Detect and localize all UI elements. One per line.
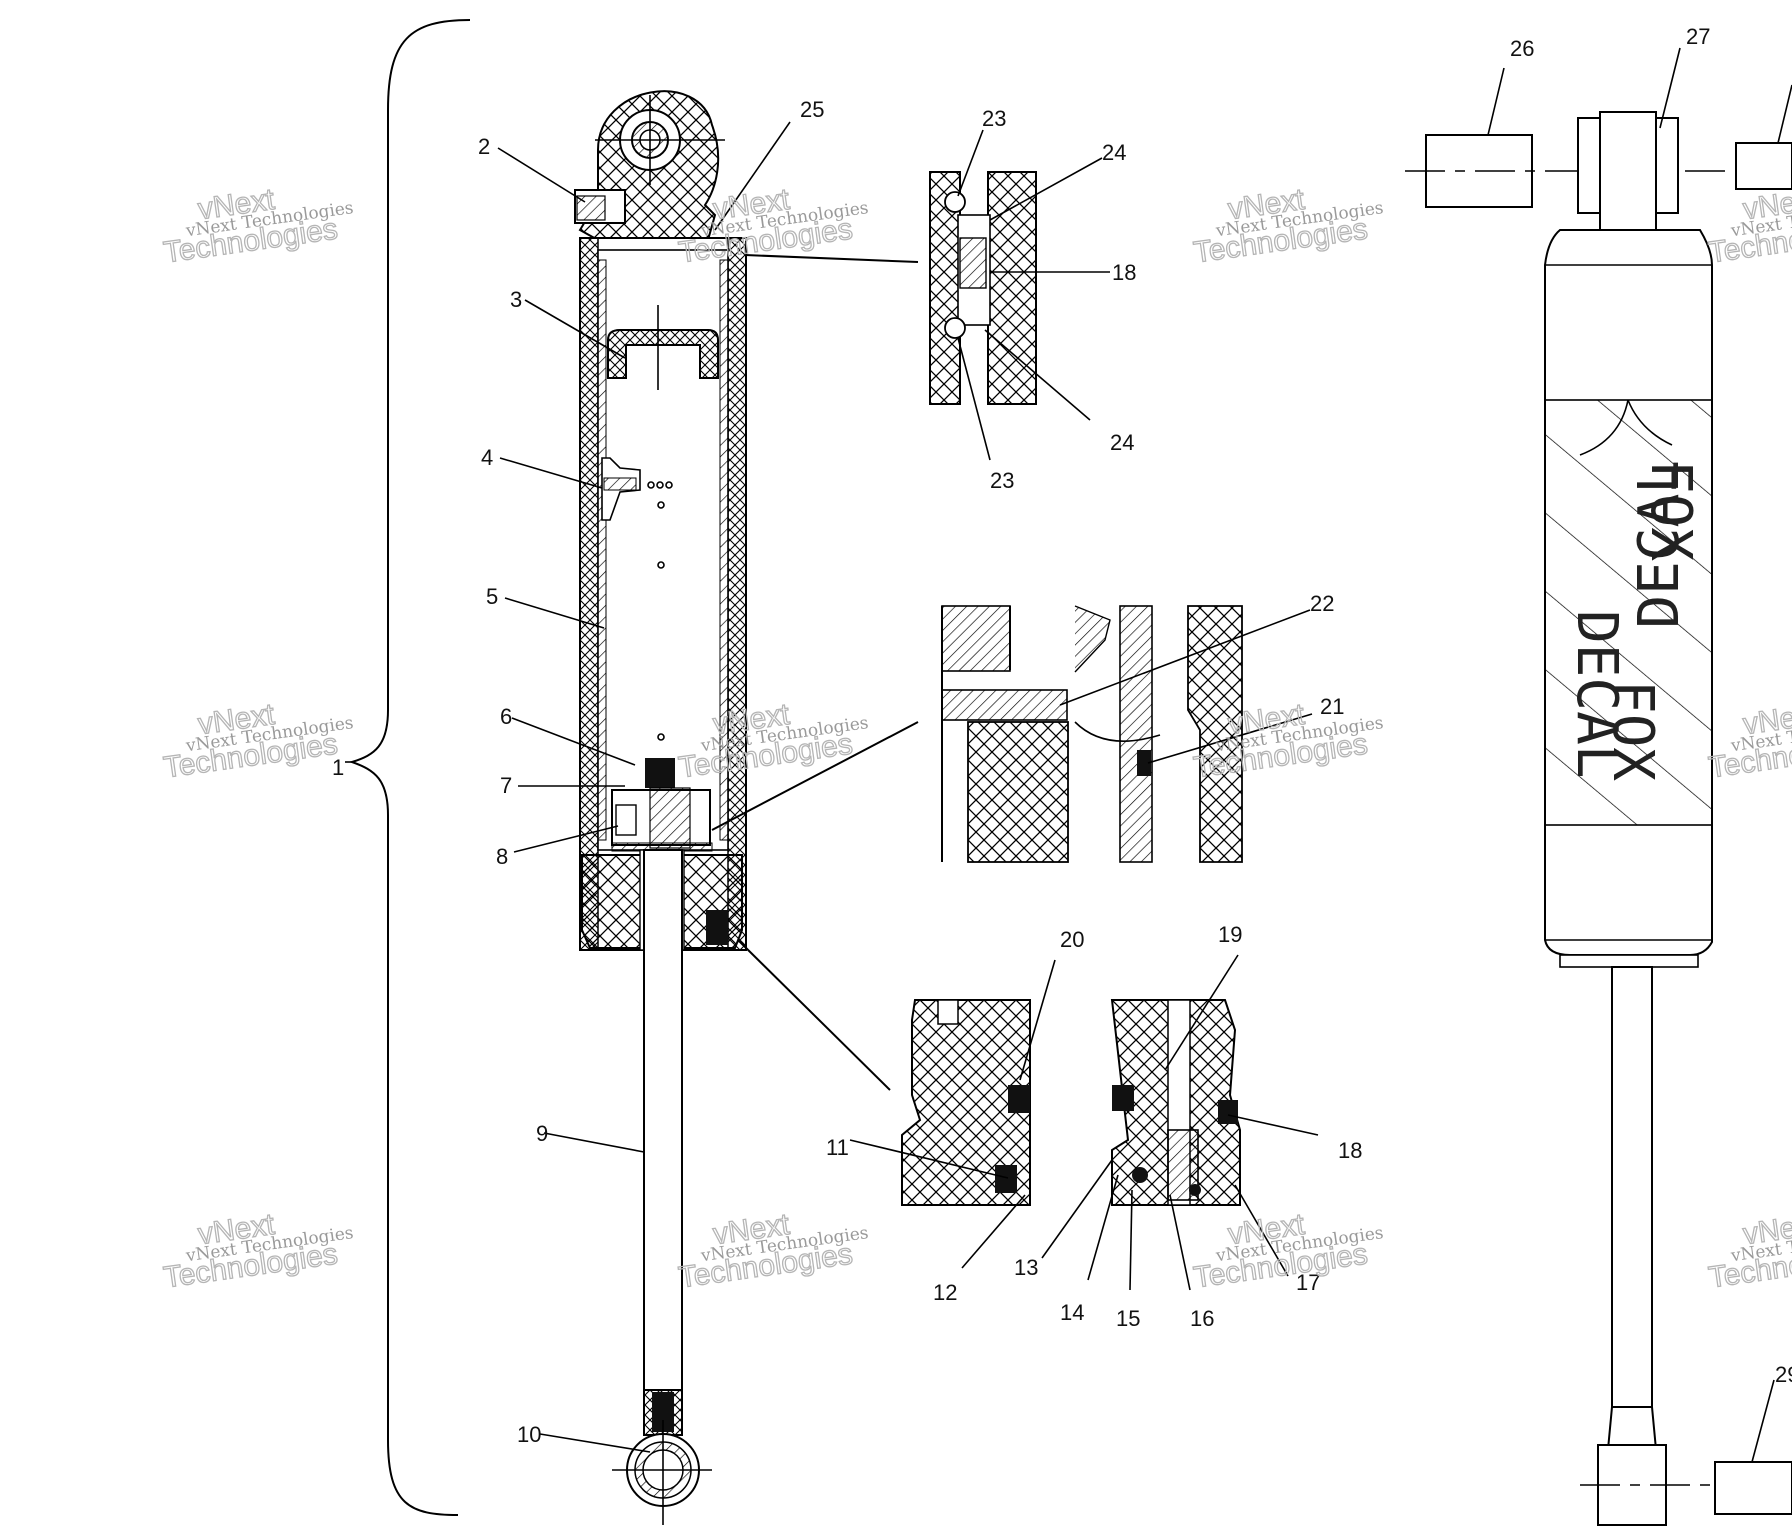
detail-top-seal (744, 171, 1037, 405)
callout-24a: 24 (1102, 140, 1126, 165)
callout-23a: 23 (982, 106, 1006, 131)
decal-fox-upper: FOX (1638, 460, 1703, 561)
callout-27: 27 (1686, 24, 1710, 49)
piston-nut (645, 758, 675, 788)
callout-labels: 1 2 3 4 5 6 7 8 9 10 11 12 13 14 15 16 1… (332, 24, 1792, 1447)
shock-external-view (1405, 111, 1792, 1526)
callout-19: 19 (1218, 922, 1242, 947)
callout-14: 14 (1060, 1300, 1084, 1325)
decal-text: FOX DECAL DECAL FOX (1564, 460, 1703, 781)
callout-5: 5 (486, 584, 498, 609)
fox-decal (1544, 399, 1713, 826)
callout-6: 6 (500, 704, 512, 729)
callout-16: 16 (1190, 1306, 1214, 1331)
callout-10: 10 (517, 1422, 541, 1447)
callout-3: 3 (510, 287, 522, 312)
callout-29: 29 (1775, 1362, 1792, 1387)
bushing-29 (1714, 1461, 1792, 1515)
callout-18b: 18 (1338, 1138, 1362, 1163)
callout-25: 25 (800, 97, 824, 122)
callout-4: 4 (481, 445, 493, 470)
leader-lines (497, 47, 1792, 1463)
decal-decal-upper: DECAL (1627, 460, 1692, 629)
callout-12: 12 (933, 1280, 957, 1305)
callout-1: 1 (332, 755, 344, 780)
shaft (643, 849, 683, 1391)
detail-seal-head (737, 939, 1241, 1206)
callout-9: 9 (536, 1121, 548, 1146)
callout-24b: 24 (1110, 430, 1134, 455)
decal-decal-lower: DECAL (1564, 610, 1629, 779)
callout-22: 22 (1310, 591, 1334, 616)
callout-8: 8 (496, 844, 508, 869)
shock-cutaway (574, 90, 747, 1525)
assembly-brace (348, 19, 471, 1516)
callout-13: 13 (1014, 1255, 1038, 1280)
callout-20: 20 (1060, 927, 1084, 952)
callout-23b: 23 (990, 468, 1014, 493)
callout-17: 17 (1296, 1270, 1320, 1295)
callout-21: 21 (1320, 694, 1344, 719)
callout-2: 2 (478, 134, 490, 159)
callout-11: 11 (826, 1135, 849, 1160)
callout-26: 26 (1510, 36, 1534, 61)
decal-fox-lower: FOX (1600, 680, 1665, 781)
callout-7: 7 (500, 773, 512, 798)
detail-piston (711, 605, 1243, 863)
callout-15: 15 (1116, 1306, 1140, 1331)
floating-piston (607, 329, 719, 379)
callout-18a: 18 (1112, 260, 1136, 285)
